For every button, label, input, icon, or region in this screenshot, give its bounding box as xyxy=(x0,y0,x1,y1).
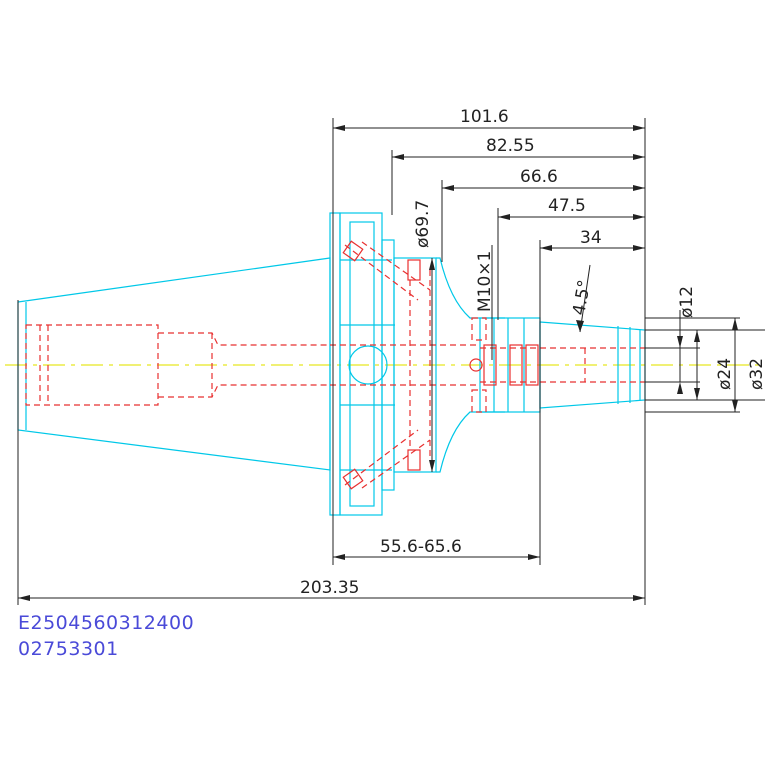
dim-nose-large: ø32 xyxy=(747,358,767,390)
dim-66-6: 66.6 xyxy=(520,167,558,187)
dim-nose-small: ø24 xyxy=(715,358,735,390)
part-number: E2504560312400 xyxy=(18,612,195,634)
hidden-features xyxy=(25,241,645,489)
holder-outline xyxy=(17,212,646,516)
dim-82-55: 82.55 xyxy=(486,136,535,156)
dim-bore-dia: ø12 xyxy=(677,286,697,318)
screw-heads xyxy=(342,240,539,490)
dim-thread: M10×1 xyxy=(475,251,495,312)
dim-angle: 4.5° xyxy=(569,278,595,316)
dim-flange-dia: ø69.7 xyxy=(413,200,433,248)
dim-overall-length: 203.35 xyxy=(300,578,359,598)
item-number: 02753301 xyxy=(18,638,119,660)
dim-47-5: 47.5 xyxy=(548,196,586,216)
arrowheads xyxy=(18,125,738,601)
dim-101-6: 101.6 xyxy=(460,107,509,127)
dim-gauge-range: 55.6-65.6 xyxy=(380,537,462,557)
dim-34: 34 xyxy=(580,228,602,248)
dimension-lines xyxy=(17,118,765,605)
